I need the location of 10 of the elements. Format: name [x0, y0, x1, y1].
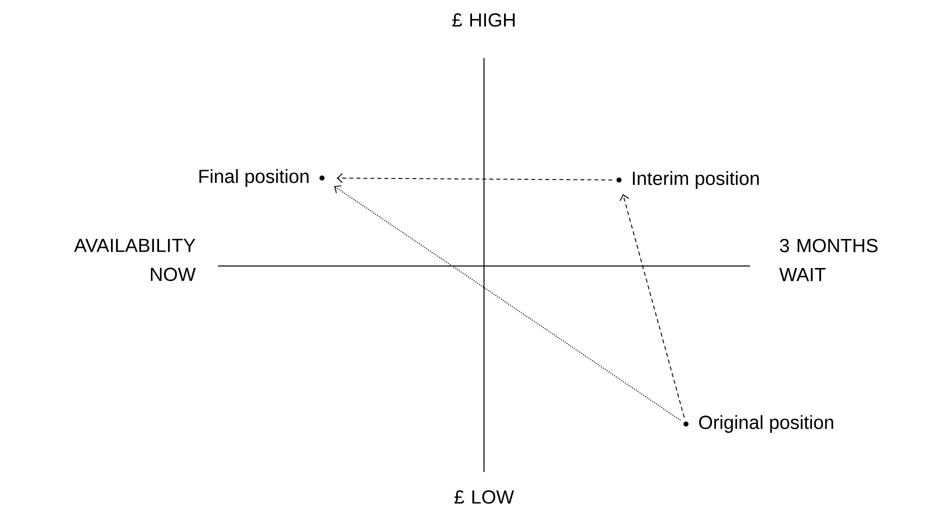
axis-label: £ HIGH — [452, 13, 515, 27]
arrow — [334, 185, 681, 421]
point-label: Final position — [199, 169, 309, 187]
axis-label: 3 MONTHS WAIT — [779, 238, 878, 282]
axis-label: AVAILABILITY NOW — [74, 238, 196, 282]
point-label: Original position — [699, 415, 834, 433]
arrow — [620, 194, 685, 418]
arrow — [336, 173, 613, 184]
axis-label: £ LOW — [454, 490, 514, 504]
point-label: Interim position — [632, 171, 759, 189]
